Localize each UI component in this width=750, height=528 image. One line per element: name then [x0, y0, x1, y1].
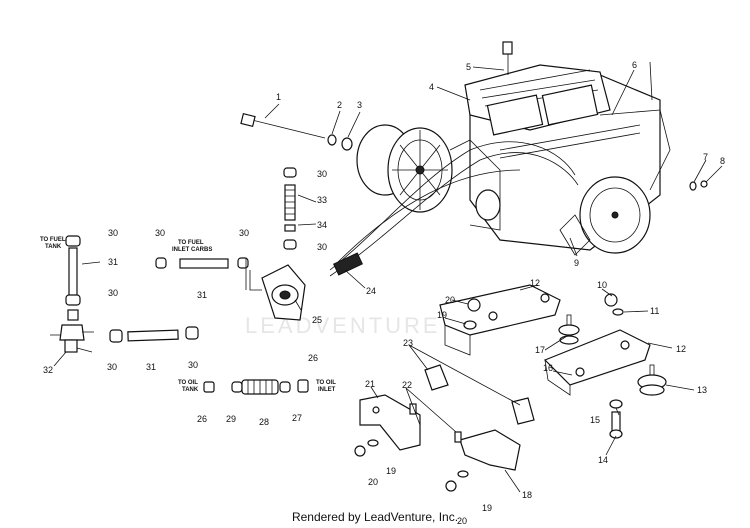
callout-33: 33	[317, 195, 327, 205]
callout-30h: 30	[188, 360, 198, 370]
callout-numbers: 1 2 3 4 5 6 7 8 9 10 11 12 12 13 14 15 1…	[43, 60, 725, 526]
to-fuel-tank-label-2: TANK	[45, 244, 62, 250]
callout-30g: 30	[107, 362, 117, 372]
callout-14: 14	[598, 455, 608, 465]
washer-19	[367, 439, 379, 447]
nut-10	[604, 293, 618, 307]
callout-19c: 19	[482, 503, 492, 513]
fuel-valve-32	[50, 309, 94, 353]
callout-6: 6	[632, 60, 637, 70]
washer-15	[609, 399, 623, 409]
to-oil-tank-label-1: TO OIL	[178, 380, 198, 386]
to-oil-inlet-label-1: TO OIL	[316, 380, 336, 386]
to-fuel-inlet-label-1: TO FUEL	[178, 240, 204, 246]
callout-30f: 30	[317, 242, 327, 252]
callout-31c: 31	[146, 362, 156, 372]
callout-26b: 26	[197, 414, 207, 424]
oil-line	[203, 379, 309, 395]
nut-3	[341, 137, 353, 151]
callout-15: 15	[590, 415, 600, 425]
callout-16: 16	[543, 363, 553, 373]
callout-19a: 19	[437, 310, 447, 320]
callout-32: 32	[43, 365, 53, 375]
callout-24: 24	[366, 286, 376, 296]
callout-20c: 20	[457, 516, 467, 526]
throttle-cable	[329, 141, 579, 277]
callout-3: 3	[357, 100, 362, 110]
clip-8	[700, 180, 708, 188]
callout-20b: 20	[368, 477, 378, 487]
bracket-18	[459, 429, 521, 471]
callout-28: 28	[259, 417, 269, 427]
hose-31	[179, 258, 229, 269]
bolt-14	[609, 411, 623, 439]
callout-30e: 30	[317, 169, 327, 179]
footer-credit: Rendered by LeadVenture, Inc.	[291, 510, 459, 524]
callout-27: 27	[292, 413, 302, 423]
fuel-pump-25	[249, 264, 306, 321]
callout-18: 18	[522, 490, 532, 500]
clamp-30	[109, 329, 123, 343]
fuel-line-31-left	[65, 235, 81, 306]
bolt-1	[240, 112, 326, 139]
callout-23: 23	[403, 338, 413, 348]
to-oil-tank-label-2: TANK	[182, 387, 199, 393]
callout-30c: 30	[155, 228, 165, 238]
callout-9: 9	[574, 258, 579, 268]
nut-20	[467, 298, 481, 312]
callout-10: 10	[597, 280, 607, 290]
washer-7	[689, 181, 697, 191]
mount-23	[424, 364, 535, 425]
washer-19	[463, 320, 477, 330]
nut-20	[445, 480, 457, 492]
callout-5: 5	[466, 62, 471, 72]
washer-11	[612, 308, 624, 316]
callout-17: 17	[535, 345, 545, 355]
callout-11: 11	[650, 306, 659, 316]
washer-19	[457, 470, 469, 478]
callout-12b: 12	[676, 344, 686, 354]
clamp-30	[155, 257, 167, 269]
callout-13: 13	[697, 385, 707, 395]
callout-4: 4	[429, 82, 434, 92]
callout-26a: 26	[308, 353, 318, 363]
engine-assembly	[356, 41, 671, 256]
hose-33	[283, 167, 297, 250]
callout-2: 2	[337, 100, 342, 110]
to-oil-inlet-label-2: INLET	[318, 387, 336, 393]
callout-20a: 20	[445, 295, 455, 305]
callout-7: 7	[703, 152, 708, 162]
rubber-mount-13	[637, 364, 667, 396]
bracket-21	[359, 394, 421, 451]
callout-1: 1	[276, 92, 281, 102]
callout-19b: 19	[386, 466, 396, 476]
callout-21: 21	[365, 379, 375, 389]
hose-31	[127, 329, 179, 342]
callout-30b: 30	[108, 288, 118, 298]
clamp-30	[185, 326, 199, 340]
washer-2	[327, 134, 337, 146]
callout-34: 34	[317, 220, 327, 230]
callout-22: 22	[402, 380, 412, 390]
callout-30a: 30	[108, 228, 118, 238]
bolt-22	[409, 403, 462, 443]
callout-30d: 30	[239, 228, 249, 238]
callout-8: 8	[720, 156, 725, 166]
leader-lines	[53, 66, 723, 493]
to-fuel-inlet-label-2: INLET CARBS	[172, 247, 212, 253]
hose-direction-labels: TO FUEL TANK TO FUEL INLET CARBS TO OIL …	[40, 237, 336, 393]
callout-25: 25	[312, 315, 322, 325]
callout-31a: 31	[108, 257, 118, 267]
to-fuel-tank-label-1: TO FUEL	[40, 237, 66, 243]
clamp-30	[237, 257, 249, 269]
callout-12a: 12	[530, 278, 540, 288]
motor-mount-bracket-16	[543, 329, 651, 396]
callout-31b: 31	[197, 290, 207, 300]
callout-29: 29	[226, 414, 236, 424]
nut-20	[354, 445, 366, 457]
